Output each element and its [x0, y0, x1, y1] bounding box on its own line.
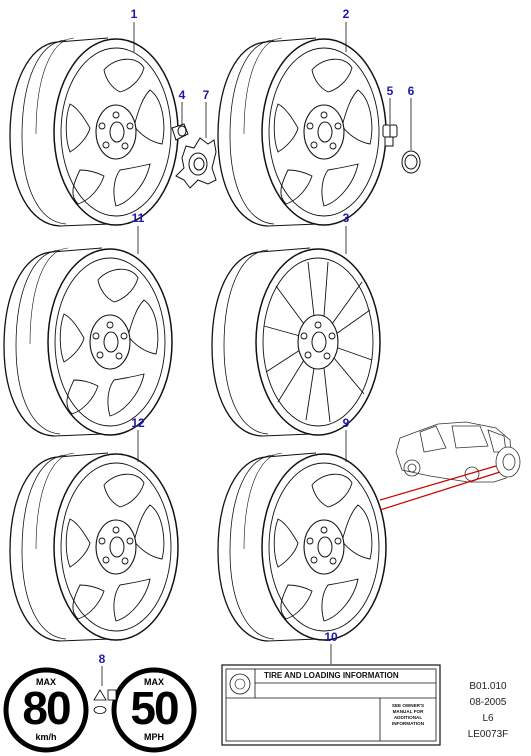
callout-9: 9 [342, 416, 350, 430]
callout-12: 12 [131, 416, 145, 430]
callout-8: 8 [98, 652, 106, 666]
ref-line-2: 08-2005 [469, 697, 507, 708]
callout-5: 5 [386, 84, 394, 98]
tire-icon [229, 673, 251, 695]
wheel-icon [9, 452, 179, 642]
warning-icon [93, 689, 117, 714]
sign-right-top: MAX [144, 677, 164, 687]
wheel-nut-icon [382, 124, 398, 147]
wheel-icon [217, 37, 387, 227]
sign-left-value: 80 [22, 682, 71, 734]
callout-10: 10 [324, 630, 338, 644]
sign-right-unit: MPH [144, 732, 164, 742]
wheel-icon [211, 247, 381, 437]
wheel-nut-icon [171, 123, 189, 141]
vehicle-icon [395, 421, 521, 483]
callout-1: 1 [130, 7, 138, 21]
sign-right-value: 50 [130, 682, 179, 734]
callout-3: 3 [342, 211, 350, 225]
ref-line-1: B01.010 [469, 681, 507, 692]
badge-icon [401, 150, 421, 174]
speed-limit-sticker [3, 667, 197, 753]
wheel-icon [3, 247, 173, 437]
wheel-icon [217, 452, 387, 642]
callout-4: 4 [178, 88, 186, 102]
wheel-icon [9, 37, 179, 227]
label-note-3: ADDITIONAL [393, 715, 423, 720]
ref-line-4: LE0073F [467, 729, 509, 740]
sign-left-top: MAX [36, 677, 56, 687]
callout-6: 6 [407, 84, 415, 98]
callout-2: 2 [342, 7, 350, 21]
label-title: TIRE AND LOADING INFORMATION [264, 671, 399, 680]
hub-cap-icon [175, 137, 217, 189]
callout-11: 11 [131, 211, 145, 225]
callout-7: 7 [202, 88, 210, 102]
label-note-1: SEE OWNER'S [391, 703, 425, 708]
ref-line-3: L6 [482, 713, 494, 724]
tire-loading-label [221, 664, 441, 746]
label-note-4: INFORMATION [391, 721, 425, 726]
sign-left-unit: km/h [35, 732, 57, 742]
label-note-2: MANUAL FOR [392, 709, 424, 714]
